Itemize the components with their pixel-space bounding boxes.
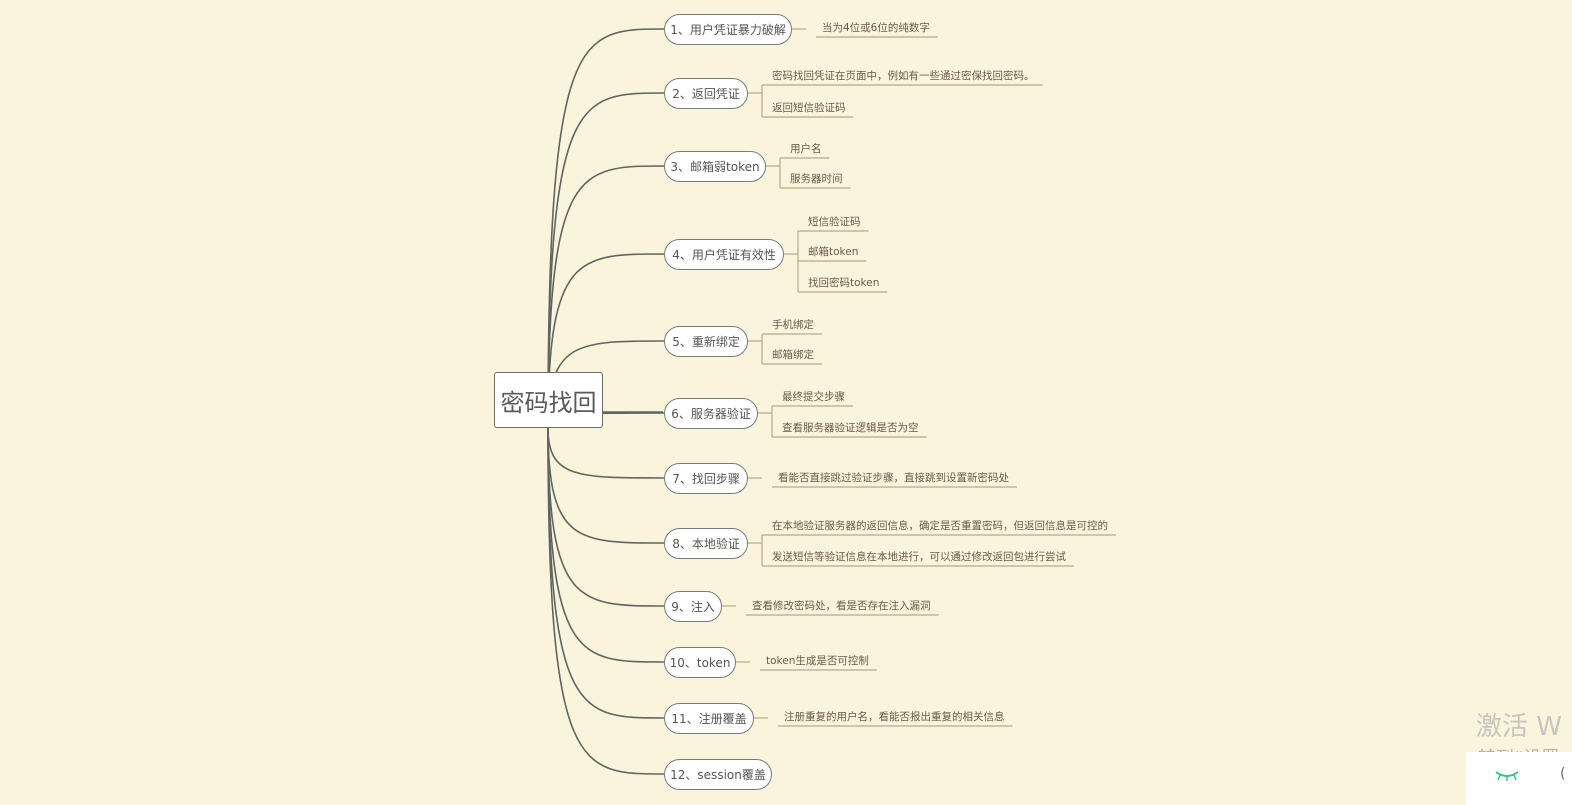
branch-label: 5、重新绑定 bbox=[672, 335, 740, 349]
eye-icon bbox=[1495, 771, 1519, 781]
branch-label: 4、用户凭证有效性 bbox=[672, 248, 776, 262]
leaf-text[interactable]: 邮箱绑定 bbox=[772, 349, 814, 361]
corner-panel bbox=[1466, 752, 1572, 805]
branch-node[interactable]: 5、重新绑定 bbox=[664, 326, 748, 357]
branch-connector bbox=[547, 427, 665, 479]
branch-node[interactable]: 7、找回步骤 bbox=[664, 463, 748, 494]
branch-label: 12、session覆盖 bbox=[670, 768, 766, 782]
branch-connector bbox=[547, 427, 665, 775]
leaf-text[interactable]: 短信验证码 bbox=[808, 216, 861, 228]
leaf-text[interactable]: 看能否直接跳过验证步骤，直接跳到设置新密码处 bbox=[778, 472, 1009, 484]
branch-node[interactable]: 3、邮箱弱token bbox=[664, 151, 766, 182]
branch-node[interactable]: 9、注入 bbox=[664, 591, 722, 622]
branch-connector bbox=[547, 427, 665, 719]
branch-node[interactable]: 6、服务器验证 bbox=[664, 398, 758, 429]
branch-label: 8、本地验证 bbox=[672, 537, 740, 551]
branch-connector bbox=[547, 427, 665, 607]
branch-node[interactable]: 4、用户凭证有效性 bbox=[664, 239, 784, 270]
leaf-text[interactable]: 查看服务器验证逻辑是否为空 bbox=[782, 422, 919, 434]
root-label: 密码找回 bbox=[500, 388, 597, 417]
leaf-text[interactable]: 密码找回凭证在页面中，例如有一些通过密保找回密码。 bbox=[772, 70, 1035, 82]
branch-label: 3、邮箱弱token bbox=[670, 160, 760, 174]
leaf-text[interactable]: 在本地验证服务器的返回信息，确定是否重置密码，但返回信息是可控的 bbox=[772, 520, 1108, 532]
branch-label: 6、服务器验证 bbox=[671, 407, 751, 421]
branch-node[interactable]: 1、用户凭证暴力破解 bbox=[664, 14, 792, 45]
branch-node[interactable]: 2、返回凭证 bbox=[664, 78, 748, 109]
branch-connector bbox=[547, 165, 665, 429]
branch-label: 9、注入 bbox=[671, 600, 715, 614]
branch-label: 7、找回步骤 bbox=[672, 472, 740, 486]
branch-node[interactable]: 12、session覆盖 bbox=[664, 759, 772, 790]
branch-node[interactable]: 8、本地验证 bbox=[664, 528, 748, 559]
leaf-text[interactable]: 发送短信等验证信息在本地进行，可以通过修改返回包进行尝试 bbox=[772, 551, 1066, 563]
leaf-text[interactable]: 手机绑定 bbox=[772, 319, 814, 331]
leaf-text[interactable]: 最终提交步骤 bbox=[782, 391, 845, 403]
leaf-text[interactable]: 邮箱token bbox=[808, 246, 859, 258]
branch-label: 11、注册覆盖 bbox=[671, 712, 747, 726]
leaf-text[interactable]: 找回密码token bbox=[808, 277, 880, 289]
root-node[interactable]: 密码找回 bbox=[494, 372, 603, 428]
branch-connector bbox=[547, 92, 665, 429]
leaf-text[interactable]: token生成是否可控制 bbox=[766, 655, 869, 667]
branch-connector bbox=[547, 253, 665, 429]
leaf-text[interactable]: 当为4位或6位的纯数字 bbox=[822, 22, 930, 34]
branch-label: 1、用户凭证暴力破解 bbox=[670, 23, 786, 37]
leaf-text[interactable]: 查看修改密码处，看是否存在注入漏洞 bbox=[752, 600, 931, 612]
branch-node[interactable]: 11、注册覆盖 bbox=[664, 703, 754, 734]
leaf-text[interactable]: 返回短信验证码 bbox=[772, 102, 846, 114]
leaf-text[interactable]: 用户名 bbox=[790, 143, 822, 155]
branch-connector bbox=[547, 28, 665, 429]
branch-node[interactable]: 10、token bbox=[664, 647, 736, 678]
leaf-text[interactable]: 注册重复的用户名，看能否报出重复的相关信息 bbox=[784, 711, 1005, 723]
branch-label: 10、token bbox=[669, 656, 731, 670]
corner-glyph: ( bbox=[1560, 766, 1566, 782]
branch-label: 2、返回凭证 bbox=[672, 87, 740, 101]
branch-connector bbox=[547, 427, 665, 663]
activation-watermark-line1: 激活 W bbox=[1476, 712, 1562, 742]
branch-connector bbox=[547, 427, 665, 544]
leaf-text[interactable]: 服务器时间 bbox=[790, 173, 843, 185]
